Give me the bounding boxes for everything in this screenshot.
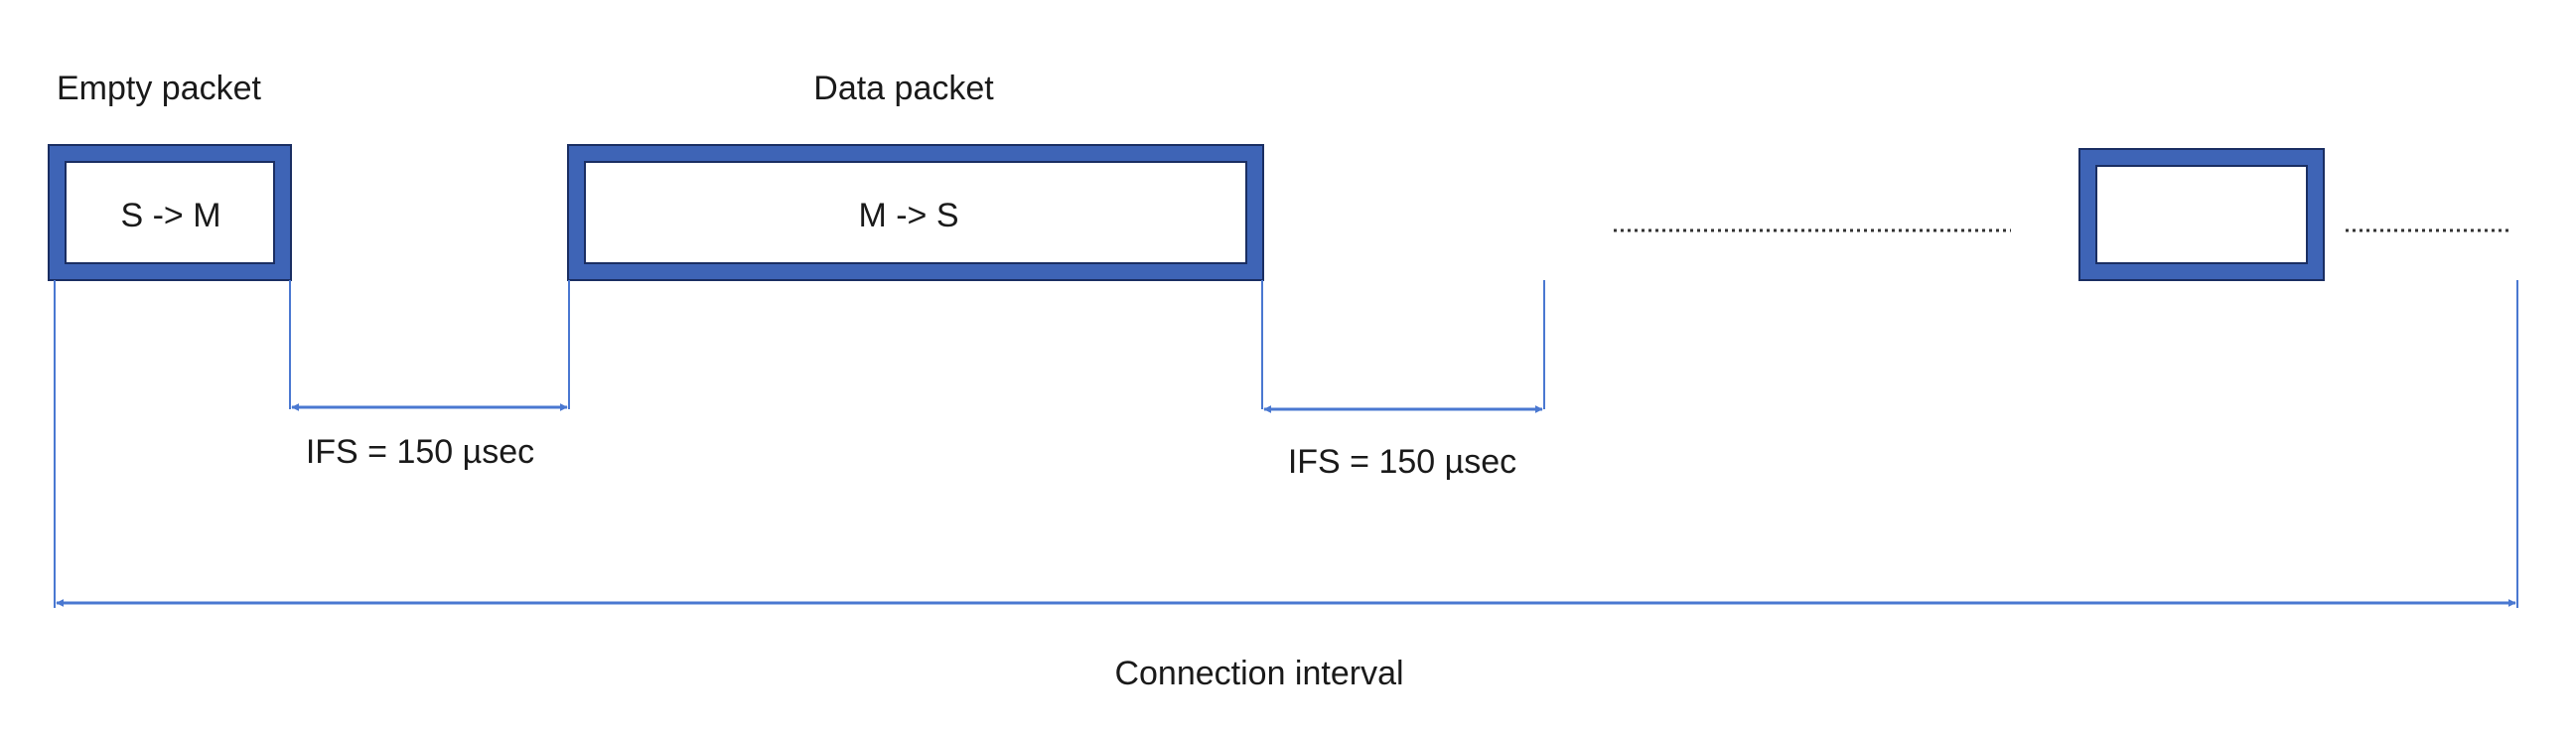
data-packet-label: M -> S <box>858 197 958 234</box>
ifs1-label: IFS = 150 µsec <box>306 433 534 471</box>
data-packet-box <box>567 144 1264 281</box>
empty-packet-heading: Empty packet <box>57 70 262 107</box>
empty-packet-label: S -> M <box>120 197 220 234</box>
next-packet-box <box>2078 148 2325 281</box>
empty-packet-box <box>48 144 292 281</box>
ifs2-label: IFS = 150 µsec <box>1288 443 1516 481</box>
data-packet-heading: Data packet <box>813 70 994 107</box>
connection-interval-label: Connection interval <box>1114 655 1403 692</box>
